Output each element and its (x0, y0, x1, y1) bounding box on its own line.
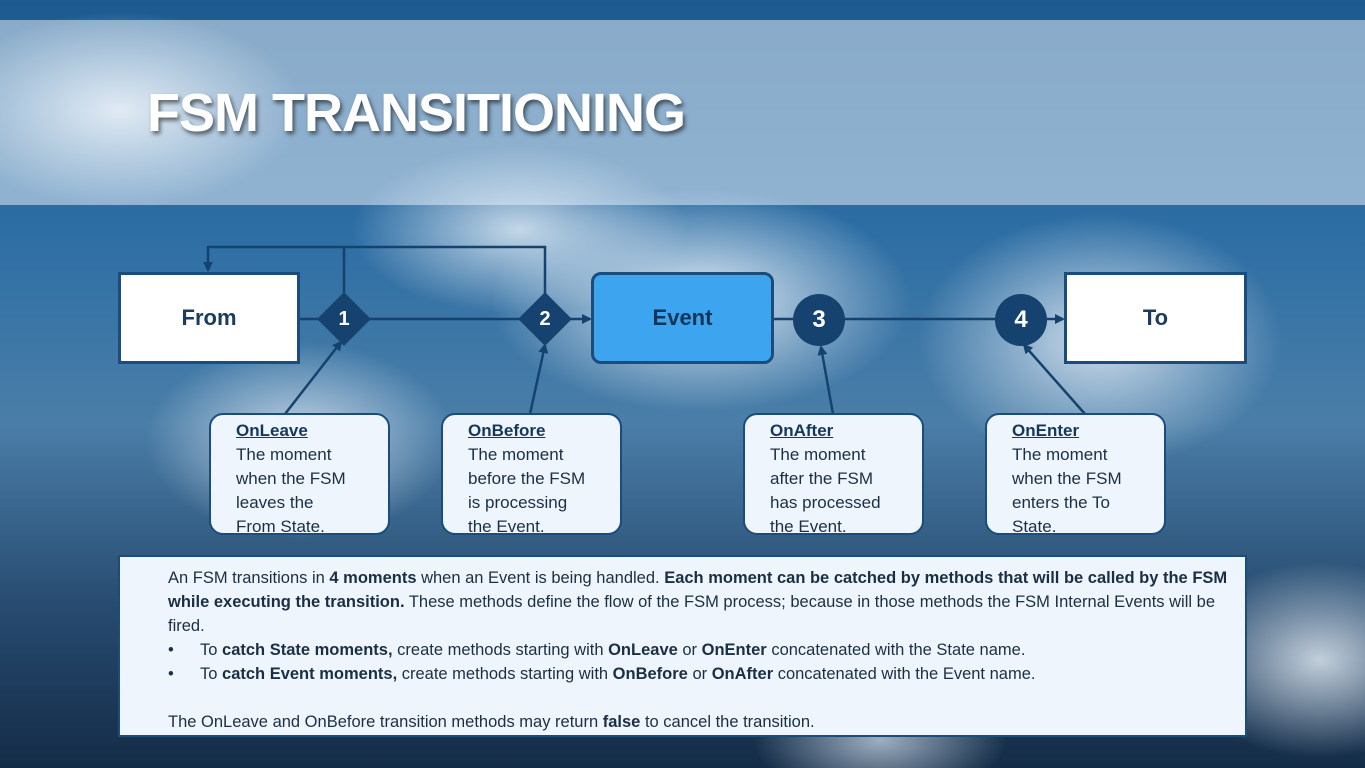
moment-1-number: 1 (338, 307, 350, 330)
desc-text: The OnLeave and OnBefore transition meth… (168, 713, 603, 731)
desc-bold: Each moment can be catched by methods th… (168, 569, 1228, 611)
note-line: after the FSM (770, 469, 873, 488)
state-from-label: From (181, 305, 237, 330)
note-line: when the FSM (1012, 469, 1122, 488)
state-from: From (118, 272, 300, 364)
state-to: To (1064, 272, 1247, 364)
desc-text: create methods starting with (397, 665, 613, 683)
desc-bold: catch State moments, (222, 641, 393, 659)
note-onleave: OnLeave The moment when the FSM leaves t… (209, 413, 390, 536)
description-paragraph: An FSM transitions in 4 moments when an … (168, 566, 1229, 638)
note-line: From State. (236, 517, 325, 536)
note-onafter: OnAfter The moment after the FSM has pro… (743, 413, 924, 536)
desc-text: These methods define the flow of the FSM… (168, 593, 1215, 635)
note-line: The moment (770, 445, 866, 464)
note-onleave-title: OnLeave (236, 421, 308, 440)
desc-bold: false (602, 713, 641, 731)
desc-text: To (200, 641, 223, 659)
state-event-label: Event (652, 305, 713, 330)
note-onbefore: OnBefore The moment before the FSM is pr… (441, 413, 622, 536)
state-event: Event (591, 272, 774, 364)
note-line: The moment (468, 445, 564, 464)
note-onenter: OnEnter The moment when the FSM enters t… (985, 413, 1166, 536)
desc-bold: OnLeave (608, 641, 678, 659)
desc-bold: OnAfter (711, 665, 774, 683)
note-line: leaves the (236, 493, 314, 512)
note-onbefore-title: OnBefore (468, 421, 546, 440)
bullet-event-moments: • To catch Event moments, create methods … (168, 662, 1229, 686)
note-line: before the FSM (468, 469, 586, 488)
onenter-pointer (1022, 343, 1086, 415)
desc-text: concatenated with the Event name. (773, 665, 1036, 683)
state-to-label: To (1142, 305, 1169, 330)
description-box: An FSM transitions in 4 moments when an … (118, 555, 1247, 737)
desc-text: create methods starting with (392, 641, 609, 659)
note-line: The moment (236, 445, 332, 464)
note-line: State. (1012, 517, 1057, 536)
note-onafter-title: OnAfter (770, 421, 834, 440)
spacer (168, 686, 1229, 710)
note-line: has processed (770, 493, 881, 512)
desc-text: concatenated with the State name. (766, 641, 1026, 659)
desc-text: An FSM transitions in (168, 569, 330, 587)
desc-bold: catch Event moments, (222, 665, 398, 683)
desc-text: or (677, 641, 702, 659)
title-band (0, 20, 1365, 205)
note-line: the Event. (770, 517, 847, 536)
desc-bold: 4 moments (329, 569, 417, 587)
note-line: the Event. (468, 517, 545, 536)
desc-text: when an Event is being handled. (416, 569, 665, 587)
bullet-icon: • (168, 665, 174, 683)
desc-text: to cancel the transition. (640, 713, 815, 731)
note-line: when the FSM (236, 469, 346, 488)
moment-3-circle: 3 (793, 294, 845, 346)
onbefore-pointer (528, 343, 549, 415)
note-onenter-title: OnEnter (1012, 421, 1080, 440)
description-bullets: • To catch State moments, create methods … (168, 638, 1229, 686)
slide-title: FSM TRANSITIONING (147, 83, 686, 143)
desc-text: To (200, 665, 223, 683)
note-line: enters the To (1012, 493, 1110, 512)
bullet-icon: • (168, 641, 174, 659)
desc-text: or (687, 665, 712, 683)
bullet-state-moments: • To catch State moments, create methods … (168, 638, 1229, 662)
note-line: is processing (468, 493, 568, 512)
description-footer: The OnLeave and OnBefore transition meth… (168, 710, 1229, 734)
onafter-pointer (817, 345, 835, 415)
desc-bold: OnBefore (612, 665, 688, 683)
cancel-loop-line (203, 245, 547, 298)
onleave-pointer (284, 340, 343, 415)
note-line: The moment (1012, 445, 1108, 464)
moment-2-number: 2 (539, 307, 551, 330)
moment-4-circle: 4 (995, 294, 1047, 346)
desc-bold: OnEnter (701, 641, 767, 659)
